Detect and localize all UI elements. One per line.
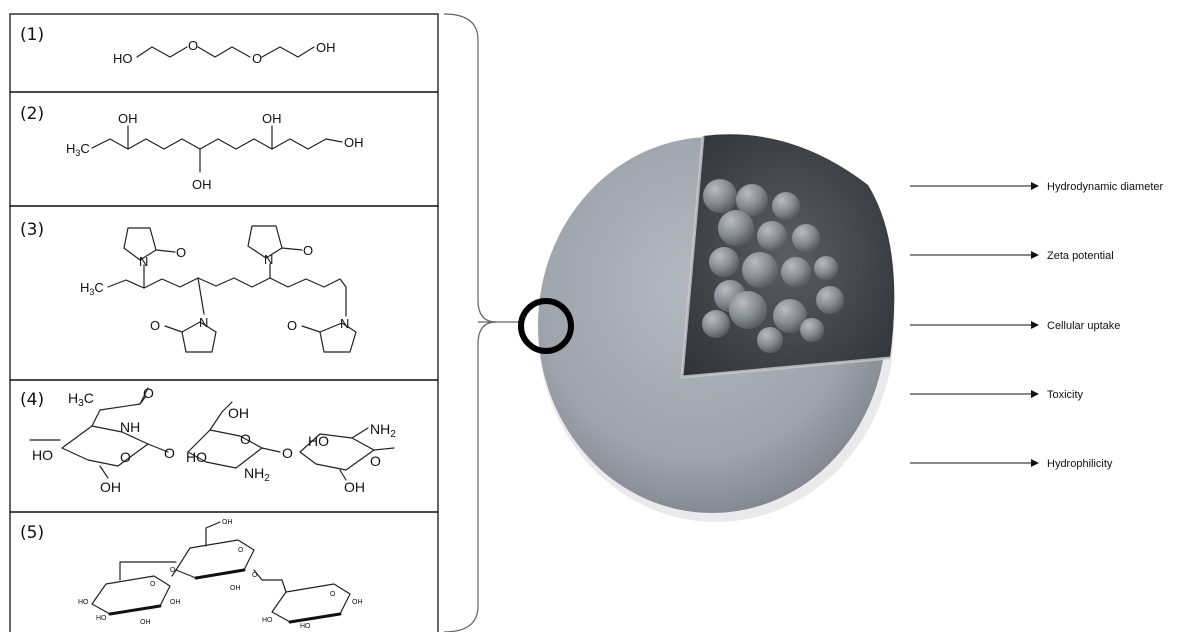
atom-oh: OH <box>344 479 365 495</box>
atom-nh2: NH2 <box>370 421 396 440</box>
atom-h3c: H3C <box>66 141 90 158</box>
atom-o: O <box>170 567 176 574</box>
atom-o: O <box>120 449 131 465</box>
structure-5-polysaccharide: OH O O O OH O HO HO OH OH O OH HO HO <box>78 519 363 630</box>
label-cellular-uptake: Cellular uptake <box>1047 320 1120 332</box>
panel-frame-1 <box>9 13 439 93</box>
atom-ho: HO <box>186 449 207 465</box>
nanoparticle <box>518 134 895 522</box>
atom-o: O <box>143 385 154 401</box>
polymer-panels: (1) (2) (3) (4) (5) HO O O OH H3C OH OH … <box>9 13 439 632</box>
atom-o: O <box>370 453 381 469</box>
structure-3-pvp: N O N O N O N O H3C <box>80 225 357 353</box>
atom-o: O <box>176 245 186 260</box>
atom-nh2: NH2 <box>244 465 270 484</box>
atom-oh: OH <box>118 111 138 126</box>
structure-2-polyol: H3C OH OH OH OH <box>66 111 364 192</box>
atom-oh: OH <box>344 135 364 150</box>
atom-o: O <box>303 243 313 258</box>
structure-1-triethylene-glycol: HO O O OH <box>113 38 336 66</box>
atom-n: N <box>264 252 273 267</box>
structure-4-chitosan: H3C O NH HO O O OH OH HO O NH2 O HO NH2 … <box>29 385 396 495</box>
atom-n: N <box>199 315 208 330</box>
atom-h3c: H3C <box>80 280 104 297</box>
atom-oh: OH <box>140 619 151 626</box>
label-hydrodynamic-diameter: Hydrodynamic diameter <box>1047 181 1163 193</box>
panel-number-5: (5) <box>20 523 44 543</box>
atom-o: O <box>164 445 175 461</box>
atom-nh: NH <box>120 419 140 435</box>
atom-h3c: H3C <box>68 390 94 409</box>
atom-o: O <box>188 38 198 53</box>
label-hydrophilicity: Hydrophilicity <box>1047 458 1113 470</box>
panel-number-3: (3) <box>20 220 44 240</box>
atom-oh: OH <box>230 585 241 592</box>
atom-ho: HO <box>96 615 107 622</box>
label-zeta-potential: Zeta potential <box>1047 250 1114 262</box>
atom-o: O <box>150 318 160 333</box>
label-toxicity: Toxicity <box>1047 389 1084 401</box>
atom-oh: OH <box>100 479 121 495</box>
atom-o: O <box>150 581 156 588</box>
atom-o: O <box>287 318 297 333</box>
atom-oh: OH <box>170 599 181 606</box>
atom-oh: OH <box>262 111 282 126</box>
property-arrows: Hydrodynamic diameter Zeta potential Cel… <box>910 181 1163 470</box>
atom-o: O <box>252 572 258 579</box>
atom-ho: HO <box>78 599 89 606</box>
atom-o: O <box>240 431 251 447</box>
panel-number-4: (4) <box>20 390 44 410</box>
atom-o: O <box>238 547 244 554</box>
atom-oh: OH <box>228 405 249 421</box>
atom-oh: OH <box>352 599 363 606</box>
atom-o: O <box>282 445 293 461</box>
atom-oh: OH <box>192 177 212 192</box>
panel-number-2: (2) <box>20 104 44 124</box>
atom-oh: OH <box>222 519 233 526</box>
grouping-brace <box>443 13 497 632</box>
atom-ho: HO <box>308 433 329 449</box>
atom-o: O <box>252 51 262 66</box>
panel-frame-3 <box>9 205 439 381</box>
encapsulated-particles <box>702 179 844 353</box>
atom-ho: HO <box>32 447 53 463</box>
panel-number-1: (1) <box>20 25 44 45</box>
atom-o: O <box>330 591 336 598</box>
atom-oh: OH <box>316 40 336 55</box>
atom-n: N <box>139 254 148 269</box>
cut-edge <box>680 135 891 379</box>
atom-ho: HO <box>300 623 311 630</box>
panel-frame-5 <box>9 511 439 632</box>
surface-highlight-ring <box>518 298 574 354</box>
atom-ho: HO <box>113 51 133 66</box>
atom-ho: HO <box>262 617 273 624</box>
atom-n: N <box>340 316 349 331</box>
